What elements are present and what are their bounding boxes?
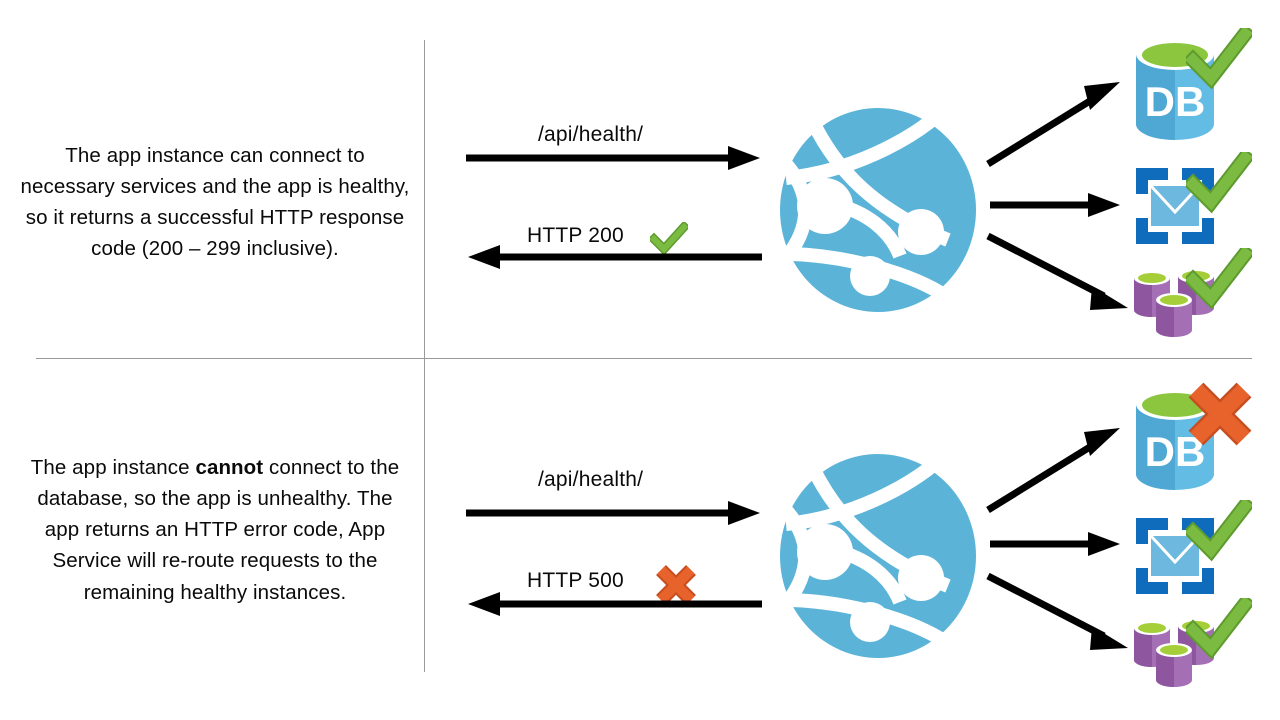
request-arrow-healthy [466,146,760,170]
description-healthy-text: The app instance can connect to necessar… [20,144,410,261]
check-icon-mail-unhealthy [1186,500,1252,562]
response-label-healthy: HTTP 200 [527,224,624,247]
network-globe-icon-healthy [778,106,976,312]
response-arrow-unhealthy [468,592,762,616]
request-label-unhealthy: /api/health/ [538,468,644,491]
database-label: DB [1145,78,1206,125]
check-icon-db-healthy [1186,28,1252,90]
service-arrow-storage-healthy [986,232,1128,310]
description-unhealthy-part-1: The app instance [30,456,196,479]
description-unhealthy-part-3: connect to the database, so the app is u… [37,456,400,604]
cross-icon-db-unhealthy [1188,382,1252,446]
service-arrow-db-healthy [986,82,1120,167]
response-label-unhealthy: HTTP 500 [527,569,624,592]
description-unhealthy: The app instance cannot connect to the d… [20,452,410,608]
response-arrow-healthy [468,245,762,269]
network-globe-icon-unhealthy [778,452,976,658]
vertical-divider [424,40,425,672]
service-arrow-storage-unhealthy [986,572,1128,650]
service-arrow-mail-healthy [990,193,1120,217]
description-healthy: The app instance can connect to necessar… [20,140,410,265]
check-icon-storage-healthy [1186,248,1252,310]
description-unhealthy-emphasis: cannot [195,456,264,479]
request-arrow-unhealthy [466,501,760,525]
check-icon-mail-healthy [1186,152,1252,214]
cross-icon-response-unhealthy [656,565,696,605]
service-arrow-db-unhealthy [986,428,1120,513]
check-icon-response-healthy [650,222,688,256]
horizontal-divider [36,358,1252,359]
service-arrow-mail-unhealthy [990,532,1120,556]
request-label-healthy: /api/health/ [538,123,644,146]
check-icon-storage-unhealthy [1186,598,1252,660]
